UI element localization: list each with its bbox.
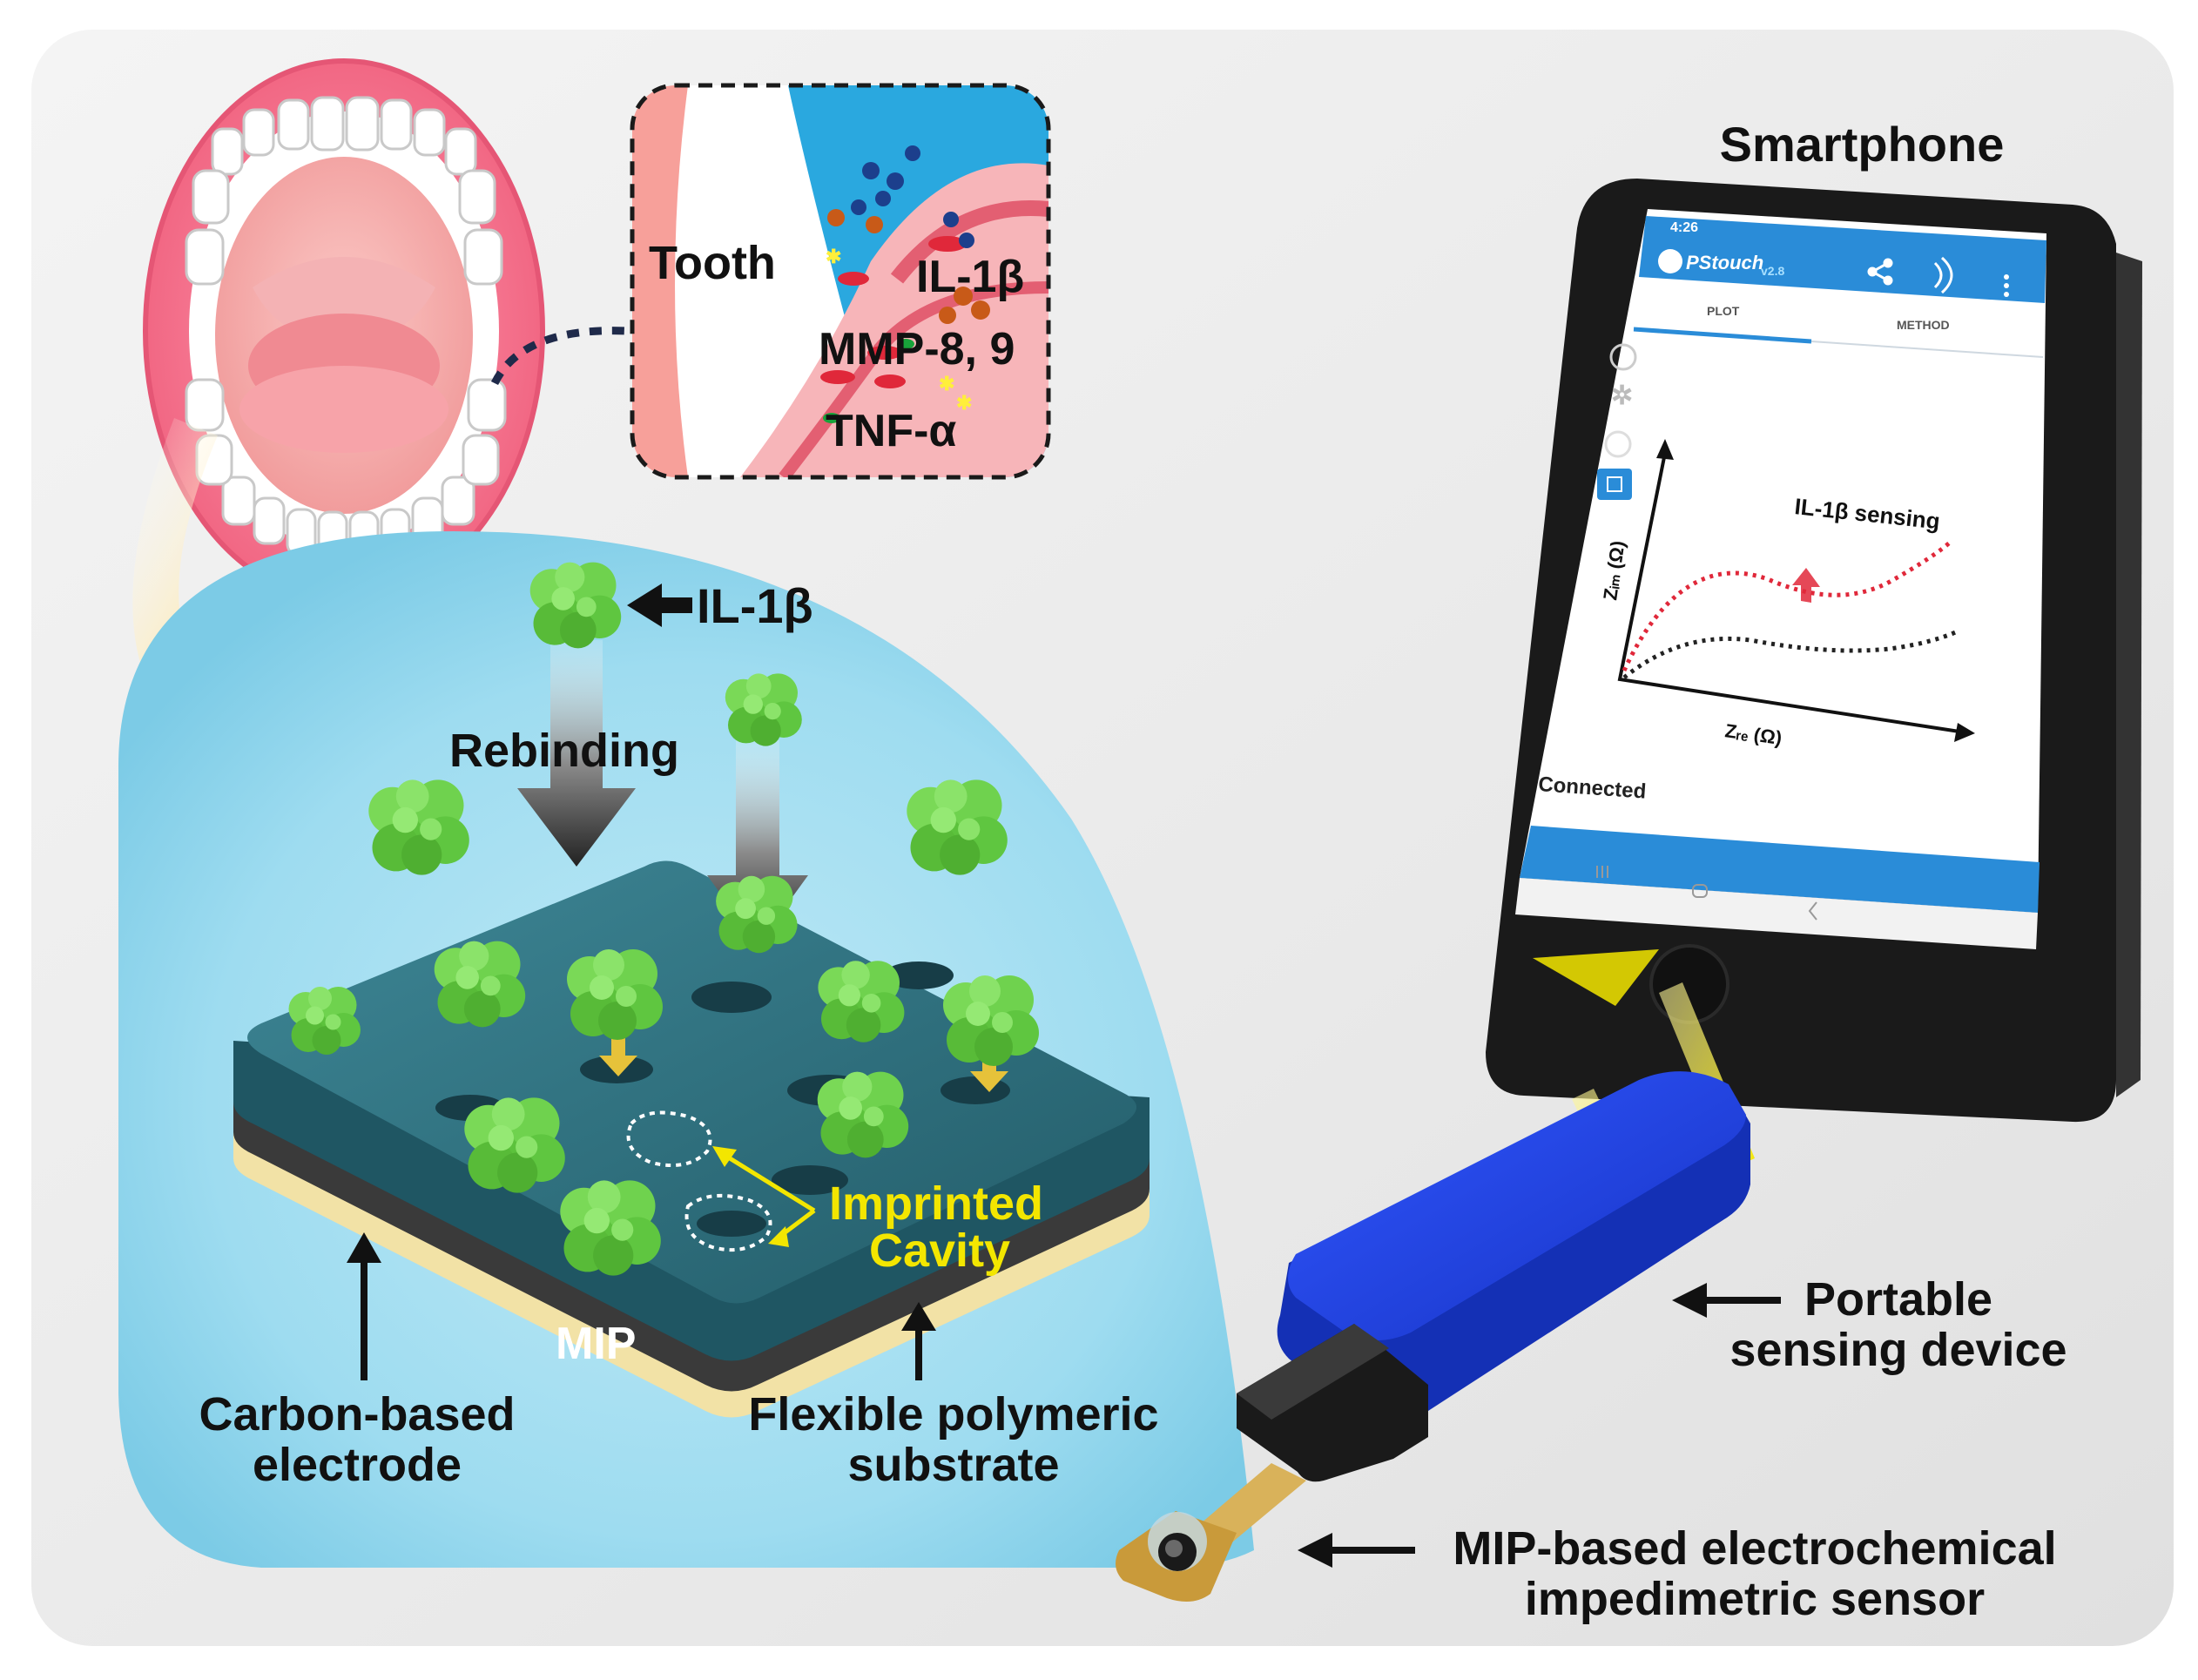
device-pointer (1672, 1283, 1781, 1318)
status-time: 4:26 (1670, 220, 1698, 235)
share-icon[interactable] (1867, 258, 1893, 286)
zoom-fit-icon[interactable]: ✲ (1611, 381, 1633, 410)
tooth-label: Tooth (649, 237, 776, 289)
device-label-line1: Portable (1804, 1273, 1992, 1326)
nav-recent-icon[interactable] (1596, 866, 1608, 878)
cavity-label-line2: Cavity (869, 1225, 1010, 1277)
tab-plot[interactable]: PLOT (1707, 304, 1740, 318)
plot-mode-icon[interactable] (1597, 469, 1632, 500)
bluetooth-connect-icon[interactable] (1933, 256, 1953, 294)
nav-home-icon[interactable] (1692, 884, 1708, 898)
mouth-illustration (143, 58, 545, 604)
svg-text:✱: ✱ (956, 392, 972, 414)
biomarker-il1b-label: IL-1β (916, 252, 1024, 302)
device-label-line2: sensing device (1729, 1324, 2067, 1376)
smartphone: 4:26 PStouch v2.8 PLOT METHOD ✲ IL-1β se (1486, 179, 2142, 1123)
sensor-label-line1: MIP-based electrochemical (1453, 1522, 2056, 1575)
app-version: v2.8 (1761, 264, 1784, 278)
electrode-pointer (347, 1232, 381, 1380)
substrate-label-line2: substrate (847, 1439, 1059, 1491)
autoscale-icon[interactable] (1604, 430, 1632, 458)
imprinted-cavity-outline (626, 1110, 712, 1167)
il1b-target-label: IL-1β (697, 578, 813, 633)
svg-text:✱: ✱ (939, 373, 954, 395)
smartphone-label: Smartphone (1720, 117, 2005, 172)
binding-indicator-arrows (599, 1036, 1008, 1092)
biomarker-mmp-label: MMP-8, 9 (819, 324, 1015, 374)
electrode-label-line2: electrode (253, 1439, 462, 1491)
nav-back-icon[interactable] (1808, 901, 1817, 921)
gum-inset: ✱ ✱ ✱ Tooth IL-1β MMP-8, 9 TNF-α (630, 83, 1051, 480)
biomarker-tnf-label: TNF-α (826, 406, 956, 456)
electrode-label-line1: Carbon-based (199, 1388, 515, 1440)
overflow-menu-icon[interactable] (2004, 274, 2009, 297)
substrate-pointer (901, 1302, 936, 1380)
mip-label: MIP (556, 1319, 636, 1369)
series-before-binding (1622, 628, 1961, 679)
app-name: PStouch (1686, 252, 1763, 273)
pstouch-logo-icon (1658, 249, 1682, 273)
tab-method[interactable]: METHOD (1897, 318, 1950, 332)
svg-text:✱: ✱ (826, 246, 841, 267)
cavity-label-line1: Imprinted (829, 1177, 1043, 1230)
crosshair-icon[interactable] (1609, 343, 1637, 371)
rebinding-label: Rebinding (449, 725, 679, 777)
substrate-label-line1: Flexible polymeric (748, 1388, 1158, 1440)
portable-sensing-device (1116, 1071, 1750, 1602)
sensor-label-line2: impedimetric sensor (1525, 1573, 1985, 1625)
sensor-pointer (1298, 1533, 1415, 1568)
il1b-pointer (627, 584, 692, 627)
